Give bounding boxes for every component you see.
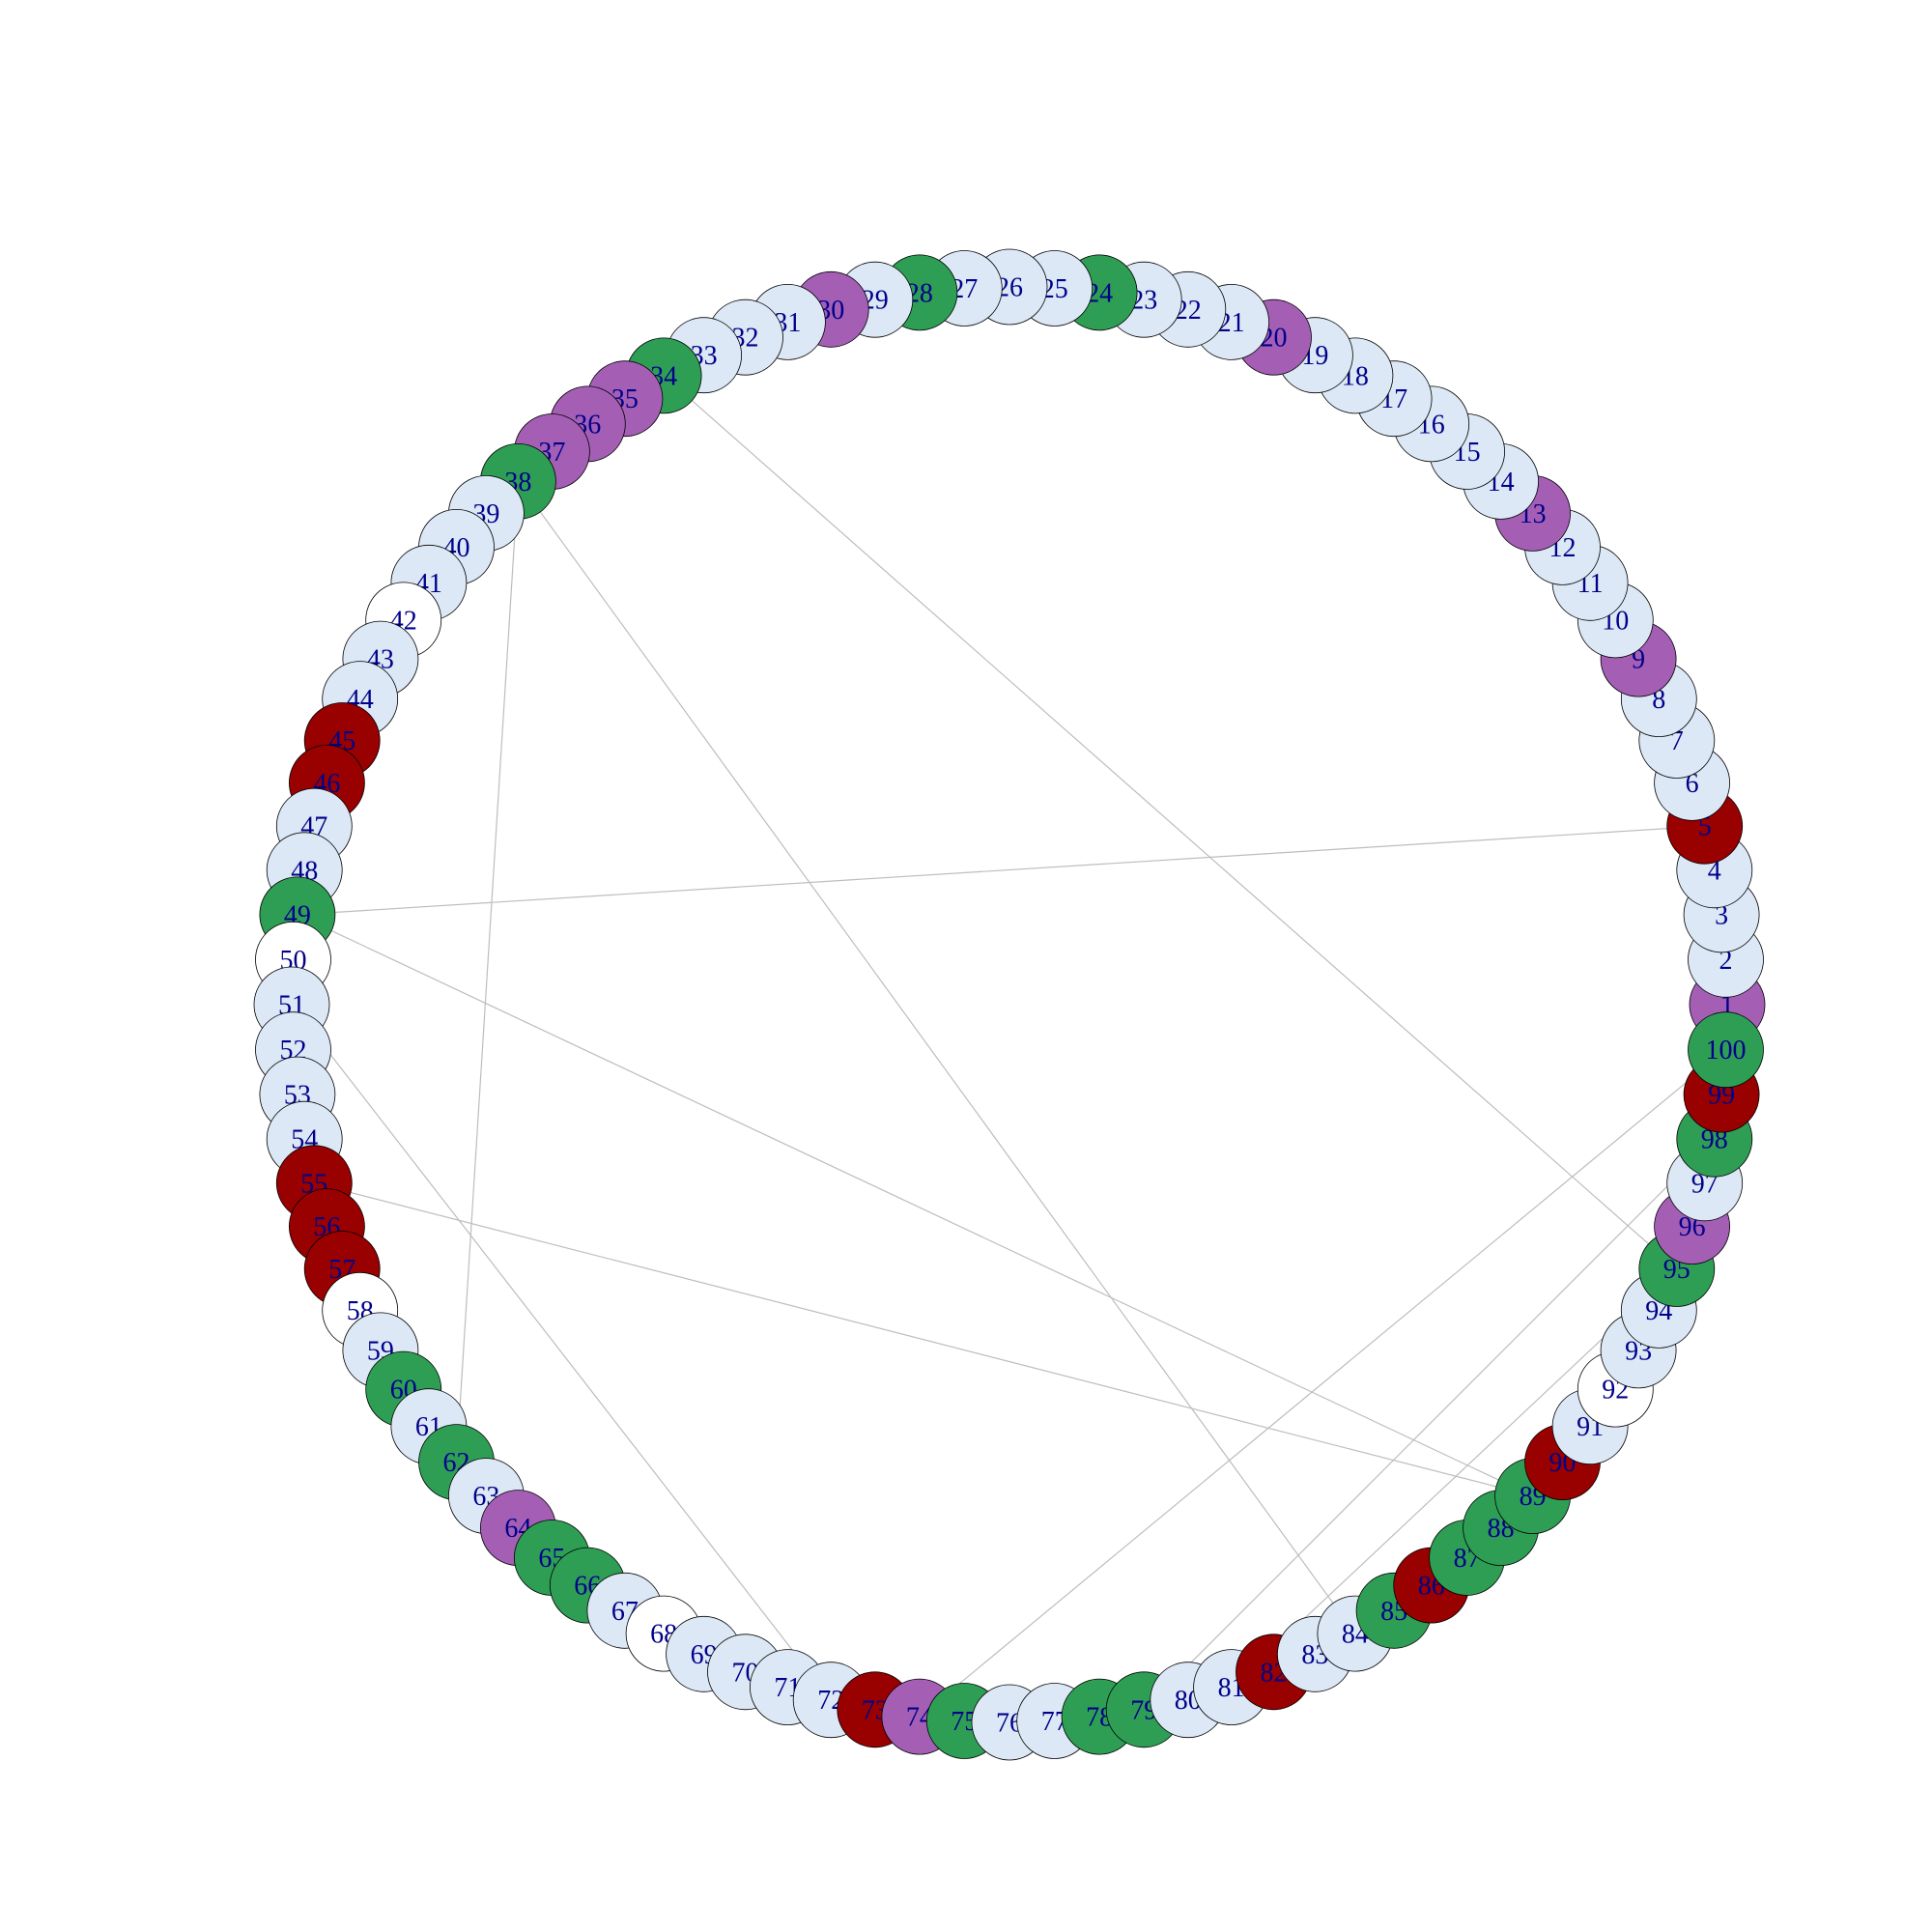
edge-55-89 [314, 1182, 1533, 1497]
edge-49-89 [297, 914, 1533, 1497]
edge-74-100 [919, 1049, 1726, 1718]
edges-layer [291, 375, 1726, 1718]
edge-49-5 [297, 825, 1705, 916]
node-100: 100 [1688, 1011, 1764, 1089]
edge-38-62 [455, 481, 519, 1463]
nodes-layer: 1234567891011121314151617181920212223242… [253, 248, 1766, 1761]
node-label: 3 [1715, 900, 1728, 930]
edge-34-95 [663, 375, 1678, 1269]
node-label: 4 [1708, 856, 1721, 886]
node-circle [1688, 1011, 1764, 1089]
node-label: 2 [1719, 946, 1733, 976]
edge-79-98 [1143, 1138, 1716, 1711]
edge-38-84 [517, 481, 1356, 1634]
edge-51-72 [291, 1004, 832, 1701]
node-label: 100 [1706, 1036, 1747, 1065]
